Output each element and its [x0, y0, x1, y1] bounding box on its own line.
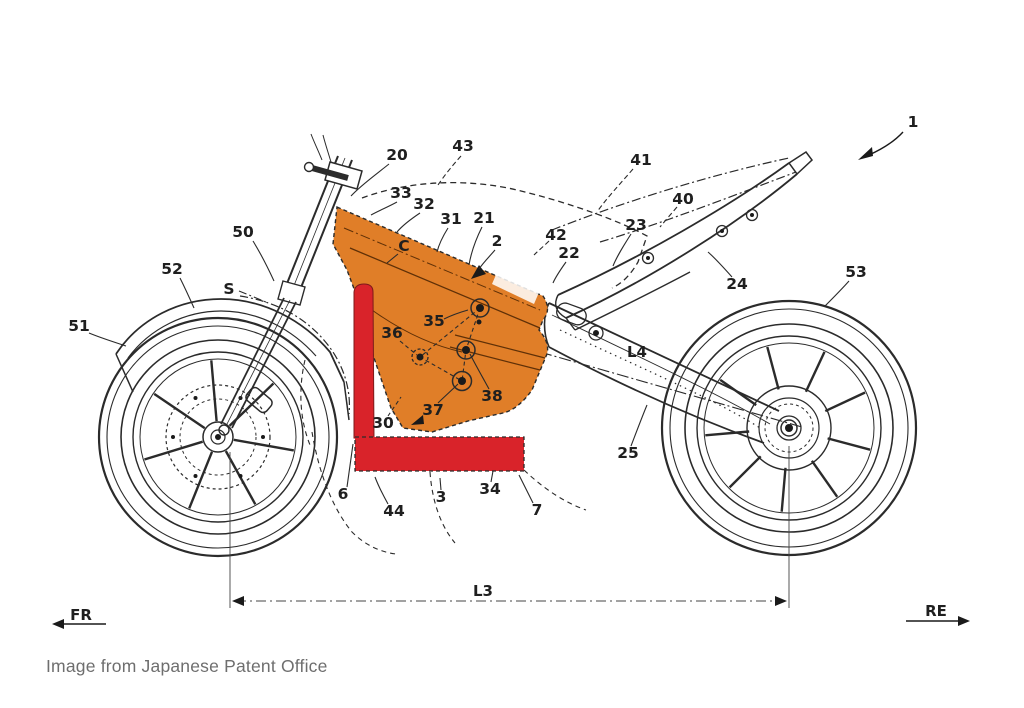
ref-label-S: S — [223, 280, 234, 298]
tank-phantom-line — [361, 182, 648, 289]
ref-label-20: 20 — [386, 146, 408, 164]
ref-label-43: 43 — [452, 137, 474, 155]
ref-label-35: 35 — [423, 312, 445, 330]
ref-label-21: 21 — [473, 209, 495, 227]
lower-cowl-phantom-lines — [300, 359, 587, 555]
ref-label-31: 31 — [440, 210, 462, 228]
ref-label-34: 34 — [479, 480, 501, 498]
ref-label-22: 22 — [558, 244, 580, 262]
pointer-arrowhead-2 — [471, 265, 486, 279]
frame-window — [492, 270, 540, 304]
pointer-arrowhead-30 — [411, 415, 424, 425]
ref-label-51: 51 — [68, 317, 90, 335]
dim-label-L3: L3 — [473, 582, 493, 600]
ref-label-50: 50 — [232, 223, 254, 241]
front-brake-caliper — [245, 386, 273, 414]
handlebar — [311, 165, 349, 181]
tail-tip — [787, 150, 814, 176]
l3-dimension — [229, 446, 790, 608]
seat-lower-phantom-line — [599, 171, 797, 243]
ref-label-1: 1 — [908, 113, 919, 131]
ref-label-2: 2 — [492, 232, 503, 250]
swingarm-axis-line — [539, 351, 803, 428]
ref-label-53: 53 — [845, 263, 867, 281]
ref-label-3: 3 — [436, 488, 447, 506]
direction-label-RE: RE — [925, 602, 947, 620]
disc-bolts — [171, 396, 265, 478]
ref-label-23: 23 — [625, 216, 647, 234]
ref-label-36: 36 — [381, 324, 403, 342]
front-wheel — [97, 316, 339, 558]
engine-mount-bolts — [411, 298, 490, 392]
swingarm — [539, 302, 803, 444]
dim-label-L4: L4 — [627, 343, 647, 361]
seat-frame — [554, 150, 814, 331]
bracket-highlight — [353, 283, 525, 472]
overall-reference-arrow — [858, 131, 904, 160]
front-fork — [218, 133, 363, 436]
ref-label-25: 25 — [617, 444, 639, 462]
front-bodywork-phantom-line — [239, 295, 351, 415]
ref-label-6: 6 — [338, 485, 349, 503]
ref-label-C: C — [398, 237, 409, 255]
cables — [310, 133, 332, 163]
ref-label-32: 32 — [413, 195, 435, 213]
fr-direction-arrow — [52, 619, 106, 629]
front-brake-disc — [165, 384, 271, 490]
front-fender — [115, 298, 350, 421]
bracket-base-plate — [354, 436, 525, 472]
leader-lines — [88, 155, 850, 505]
ref-label-33: 33 — [390, 184, 412, 202]
re-direction-arrow — [906, 616, 970, 626]
ref-label-52: 52 — [161, 260, 183, 278]
ref-label-37: 37 — [422, 401, 444, 419]
engine-unit-highlight — [332, 205, 549, 433]
ref-label-30: 30 — [372, 414, 394, 432]
subframe-bolts — [641, 208, 759, 265]
ref-label-24: 24 — [726, 275, 748, 293]
ref-label-38: 38 — [481, 387, 503, 405]
image-credit-caption: Image from Japanese Patent Office — [46, 656, 328, 676]
ref-label-42: 42 — [545, 226, 567, 244]
bracket-vertical-bar — [353, 283, 375, 439]
rear-spokes — [705, 346, 871, 512]
ref-label-7: 7 — [532, 501, 543, 519]
ref-label-41: 41 — [630, 151, 652, 169]
ref-label-44: 44 — [383, 502, 405, 520]
direction-label-FR: FR — [70, 606, 92, 624]
seat-phantom-line — [551, 157, 790, 231]
ref-label-40: 40 — [672, 190, 694, 208]
reference-labels: 1 20 43 41 33 32 31 21 2 42 22 23 40 24 … — [68, 113, 947, 624]
